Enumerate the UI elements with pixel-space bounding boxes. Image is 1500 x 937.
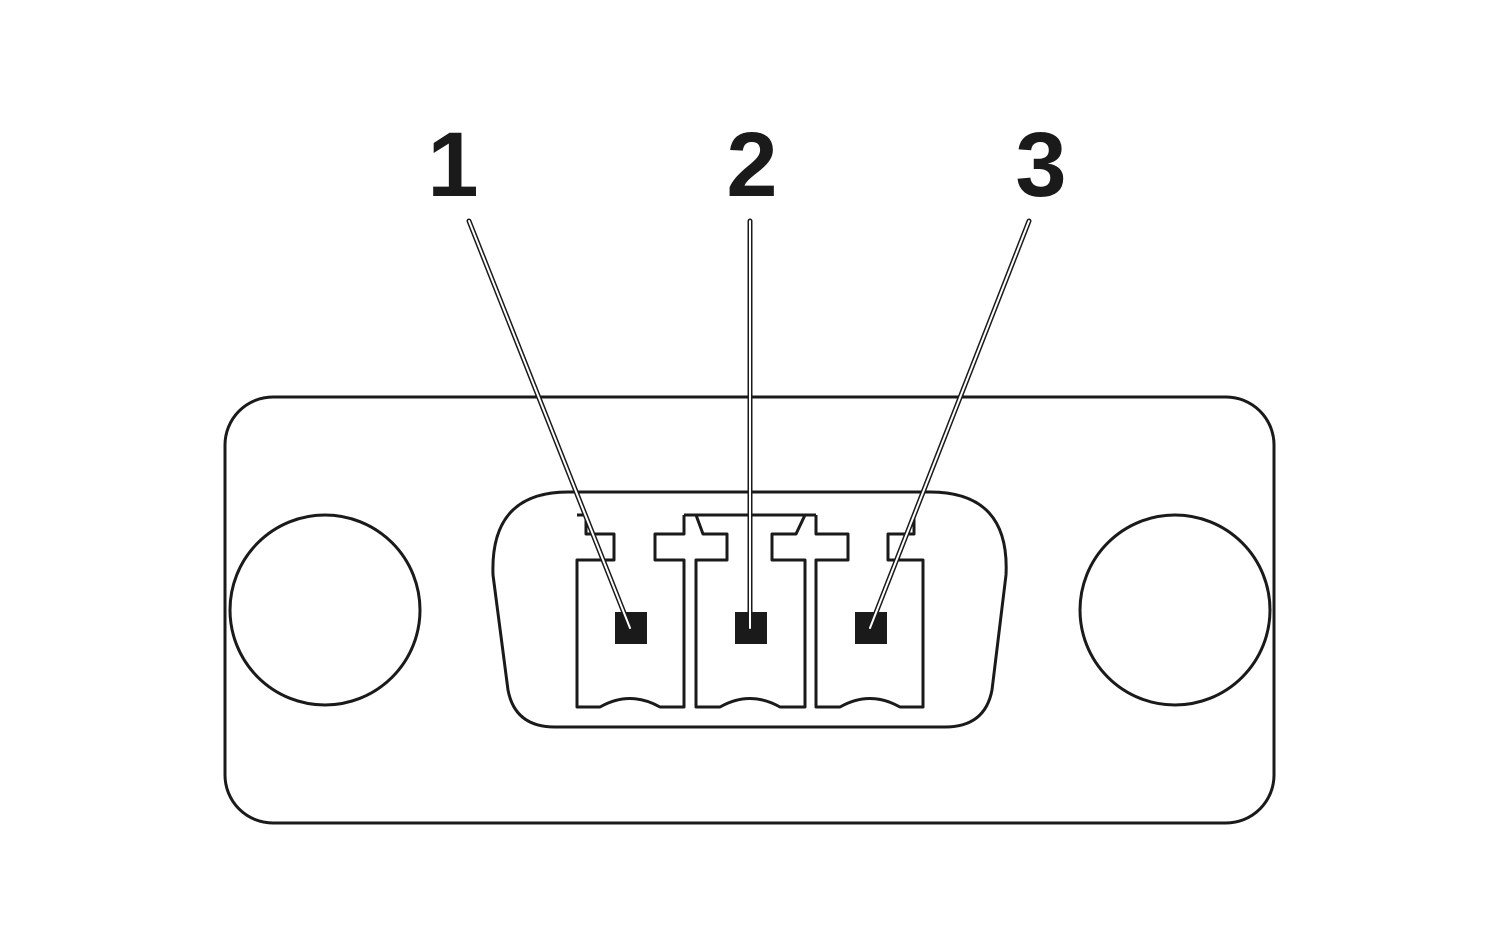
contact-housing-1 xyxy=(575,513,686,709)
callout-label-3: 3 xyxy=(1015,114,1066,216)
left-mounting-hole xyxy=(228,513,422,707)
right-mounting-hole xyxy=(1078,513,1272,707)
contact-housing-3 xyxy=(814,515,925,709)
callout-label-2: 2 xyxy=(726,114,777,216)
connector-shell xyxy=(491,490,1008,729)
callout-label-1: 1 xyxy=(427,114,478,216)
contact-housing-2 xyxy=(694,513,807,709)
